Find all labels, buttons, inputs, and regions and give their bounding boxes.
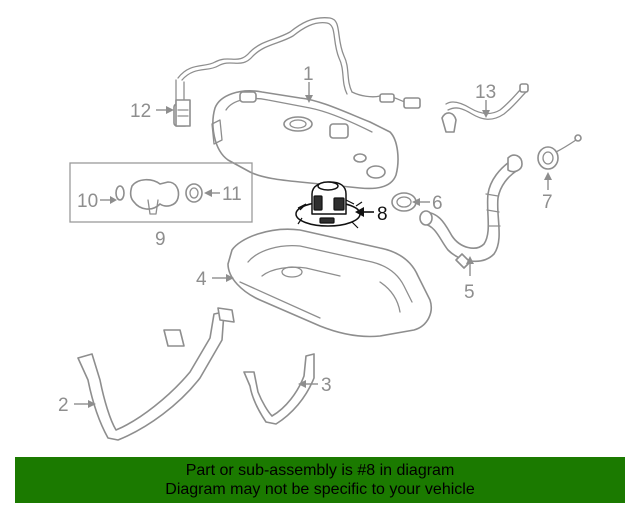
fuel-tank-upper	[173, 17, 421, 190]
callout-6: 6	[432, 193, 443, 214]
banner-line-1: Part or sub-assembly is #8 in diagram	[185, 462, 455, 479]
callout-3: 3	[321, 375, 332, 396]
fuel-tank-lower	[227, 228, 432, 338]
seal-ring	[391, 192, 417, 212]
callout-13: 13	[475, 82, 496, 103]
fuel-cap	[507, 134, 582, 173]
callout-5: 5	[464, 282, 475, 303]
callout-4: 4	[196, 269, 207, 290]
callout-7: 7	[542, 192, 553, 213]
banner-line-2: Diagram may not be specific to your vehi…	[165, 481, 475, 498]
tank-strap-small	[243, 353, 315, 425]
fuel-pump-module-highlighted	[295, 181, 363, 229]
callout-11: 11	[222, 184, 242, 205]
tank-strap-large	[77, 307, 235, 441]
callout-12: 12	[130, 101, 151, 122]
callout-8: 8	[377, 204, 388, 225]
callout-10: 10	[77, 191, 98, 212]
parts-diagram: 1 2 3 4 5 6 7 8 9 10 11 12 13	[58, 17, 582, 441]
callout-9: 9	[155, 229, 166, 250]
info-banner: Part or sub-assembly is #8 in diagram Di…	[15, 457, 625, 503]
tube-fitting	[175, 99, 191, 127]
vent-hose	[441, 83, 529, 133]
callout-1: 1	[303, 64, 314, 85]
filler-neck	[419, 159, 519, 269]
callout-2: 2	[58, 395, 69, 416]
part-9-group-box	[69, 162, 253, 223]
